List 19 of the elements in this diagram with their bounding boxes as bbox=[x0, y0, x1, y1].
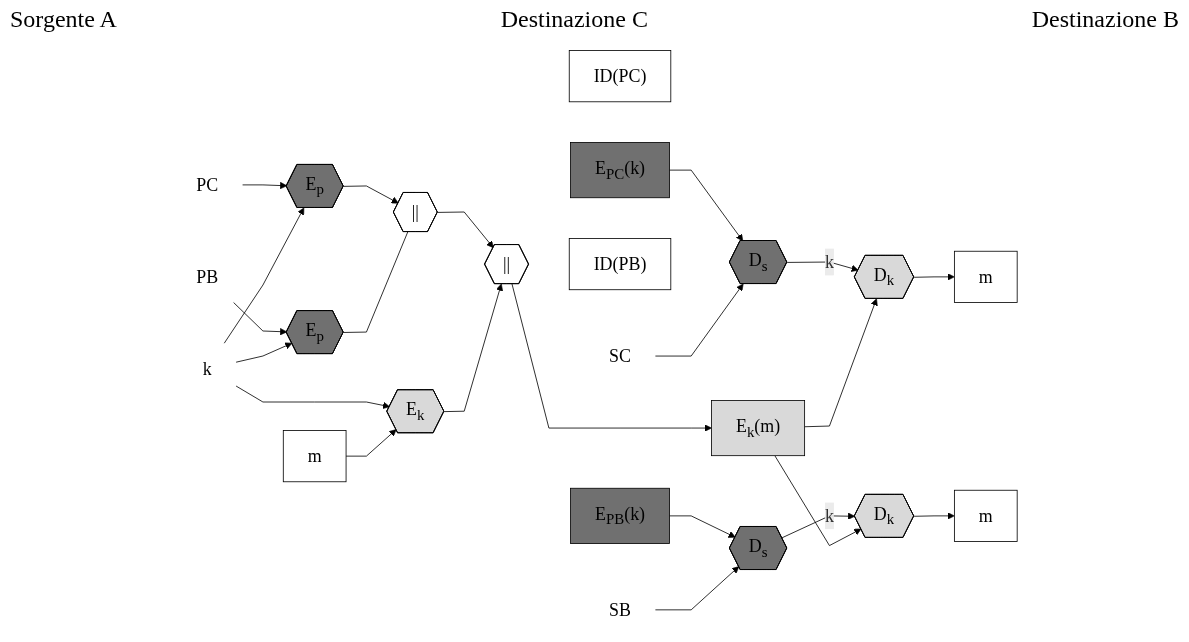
node-text: k bbox=[202, 358, 212, 380]
node-box: m bbox=[954, 250, 1018, 303]
node-box: E$_{k}$(m) bbox=[711, 400, 806, 457]
node-text: SC bbox=[609, 345, 631, 367]
node-box: E$_{PC}$(k) bbox=[570, 142, 670, 199]
section-heading: Destinazione C bbox=[500, 6, 648, 33]
node-text: PC bbox=[196, 174, 219, 196]
edge-label: k bbox=[824, 505, 834, 527]
node-text: SB bbox=[609, 599, 631, 621]
edge-label: k bbox=[824, 251, 834, 273]
node-box: m bbox=[282, 430, 347, 483]
node-box: E$_{PB}$(k) bbox=[570, 487, 670, 544]
node-box: ID(PB) bbox=[568, 238, 672, 291]
section-heading: Sorgente A bbox=[10, 6, 117, 33]
section-heading: Destinazione B bbox=[1031, 6, 1179, 33]
node-text: PB bbox=[196, 266, 219, 288]
node-box: m bbox=[954, 489, 1018, 542]
node-box: ID(PC) bbox=[568, 50, 672, 103]
connector bbox=[343, 231, 409, 333]
